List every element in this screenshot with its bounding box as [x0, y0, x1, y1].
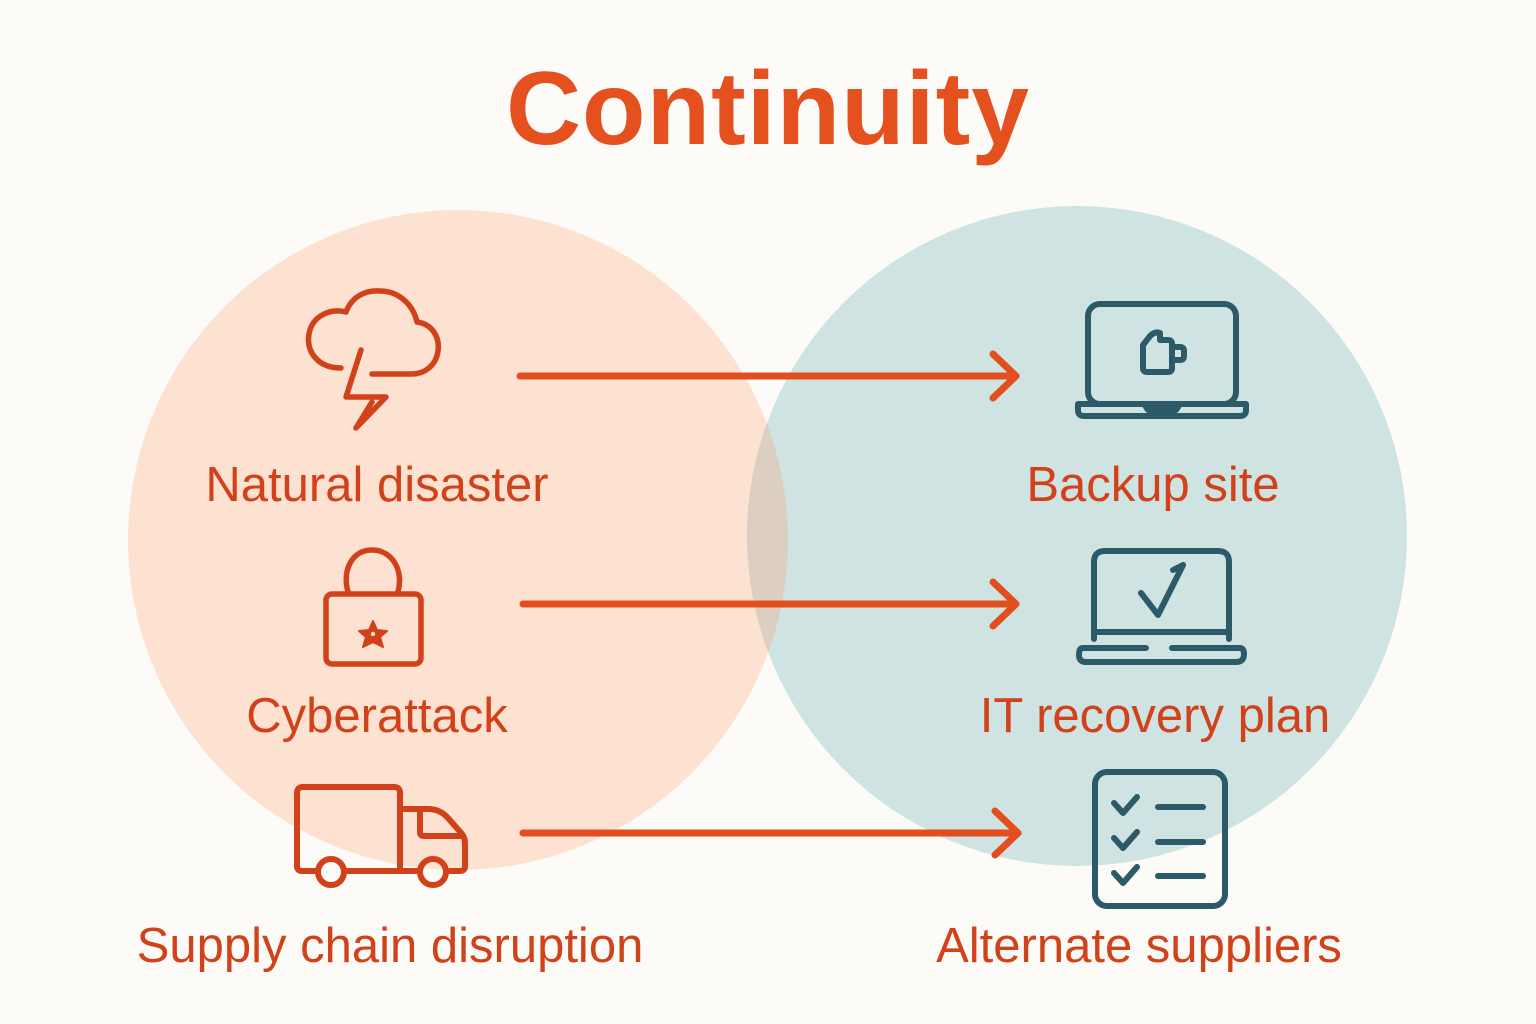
padlock-icon: [323, 547, 424, 667]
storm-cloud-icon: [305, 288, 442, 431]
risk-label-cyberattack: Cyberattack: [246, 689, 508, 743]
mitigation-label-backup-site: Backup site: [1026, 458, 1280, 512]
risk-label-natural-disaster: Natural disaster: [205, 458, 549, 512]
arrow-natural-disaster-to-backup-site: [516, 350, 1020, 402]
arrow-supply-chain-to-alternate-suppliers: [519, 807, 1022, 859]
laptop-mug-icon: [1075, 301, 1249, 419]
page-title: Continuity: [505, 51, 1031, 167]
arrow-cyberattack-to-it-recovery-plan: [519, 578, 1020, 630]
checklist-icon: [1092, 769, 1228, 909]
risk-label-supply-chain-disruption: Supply chain disruption: [136, 919, 644, 973]
risk-circle: [128, 210, 788, 870]
mitigation-label-alternate-suppliers: Alternate suppliers: [936, 919, 1342, 973]
laptop-check-icon: [1076, 548, 1247, 665]
mitigation-label-it-recovery-plan: IT recovery plan: [979, 689, 1331, 743]
mitigation-circle: [747, 206, 1407, 866]
delivery-truck-icon: [294, 784, 468, 888]
